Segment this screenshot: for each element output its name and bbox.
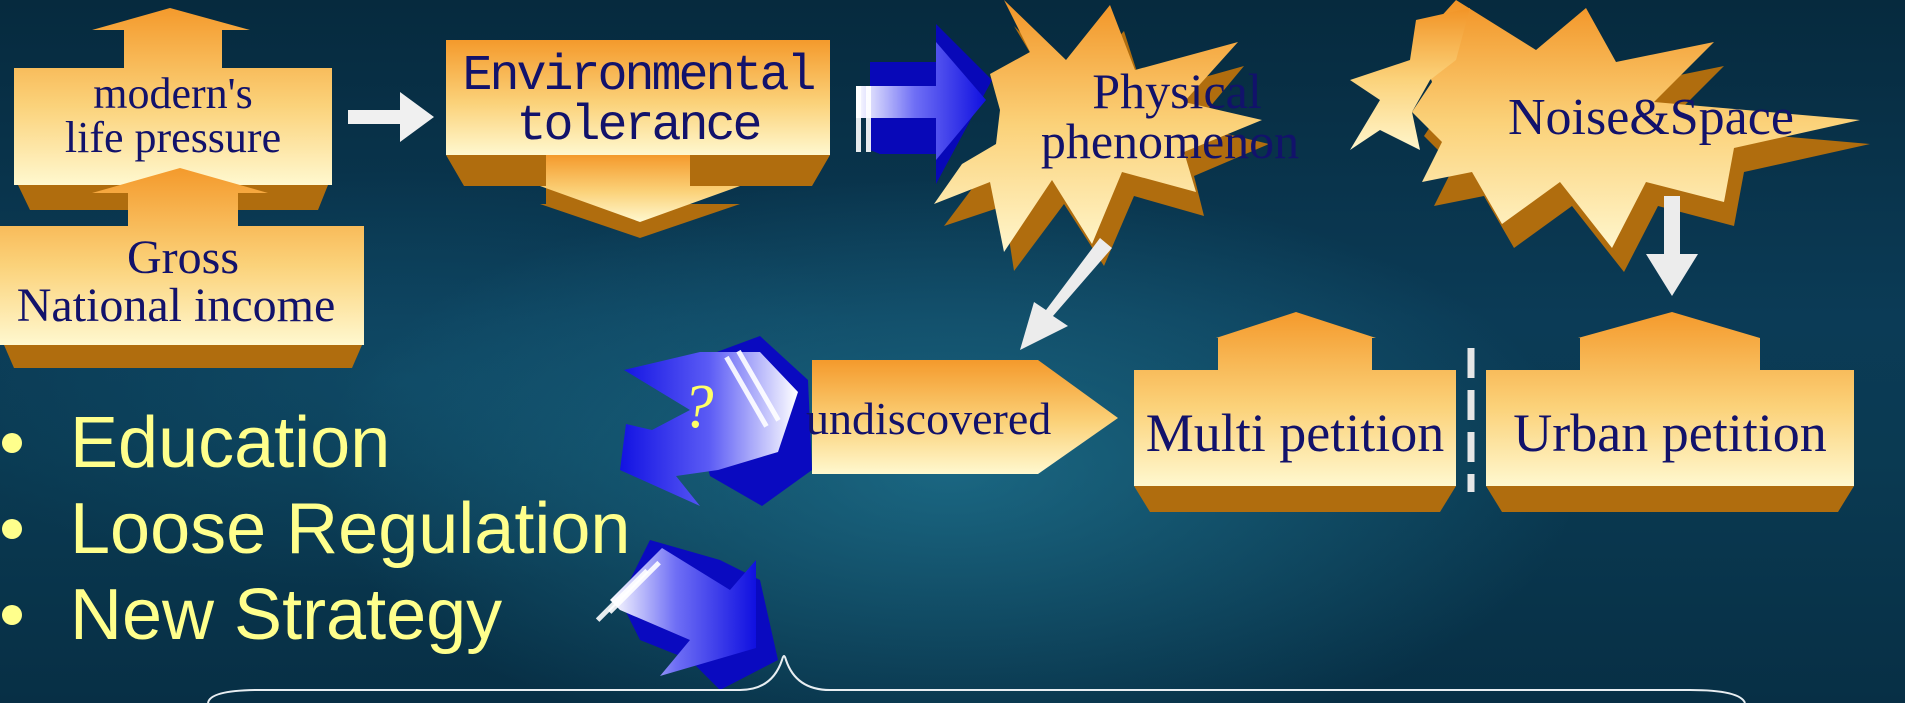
life-pressure-line2: life pressure — [64, 113, 282, 162]
physical-phenomenon-shape — [934, 0, 1269, 271]
life-pressure-label: modern's life pressure — [14, 72, 332, 160]
life-pressure-line1: modern's — [93, 69, 253, 118]
bullet-dot-icon — [2, 519, 22, 539]
gross-income-shape — [0, 168, 364, 368]
gross-income-label: Gross National income — [0, 234, 366, 330]
env-tolerance-shape — [446, 40, 830, 238]
gross-income-line1: Gross — [126, 234, 239, 284]
blue-arrow-down-right-icon — [595, 540, 778, 690]
undiscovered-label: undiscovered — [806, 393, 1052, 444]
white-arrow-right-icon — [348, 92, 434, 142]
bullet-item: Education — [0, 400, 630, 486]
env-tolerance-label: Environmental tolerance — [446, 52, 830, 152]
noise-space-shape — [1412, 0, 1870, 272]
bullet-text: Education — [70, 403, 391, 483]
undiscovered-shape — [812, 360, 1118, 474]
blue-arrow-right-icon — [856, 24, 992, 184]
env-tolerance-line2: tolerance — [516, 98, 762, 155]
bullet-dot-icon — [2, 433, 22, 453]
bullet-dot-icon — [2, 605, 22, 625]
blue-curved-arrow-icon — [620, 336, 812, 506]
bullet-item: New Strategy — [0, 572, 630, 658]
gross-income-line2: National income — [16, 279, 336, 330]
physical-line1: Physical — [1092, 63, 1262, 119]
bullet-text: New Strategy — [70, 575, 503, 655]
noise-space-label: Noise&Space — [1508, 89, 1794, 146]
physical-line2: phenomenon — [1040, 113, 1300, 169]
noise-space-spikes — [1350, 8, 1470, 150]
env-tolerance-line1: Environmental — [462, 48, 816, 105]
physical-phenomenon-label: Physical phenomenon — [1040, 66, 1360, 166]
bullet-list: Education Loose Regulation New Strategy — [0, 400, 630, 658]
question-mark: ? — [682, 373, 714, 441]
bullet-text: Loose Regulation — [70, 489, 631, 569]
multi-petition-shape — [1134, 312, 1456, 512]
white-arrow-diagonal-icon — [1020, 238, 1112, 350]
urban-petition-label: Urban petition — [1513, 403, 1827, 463]
white-arrow-down-icon — [1646, 196, 1698, 296]
bullet-item: Loose Regulation — [0, 486, 630, 572]
urban-petition-shape — [1486, 312, 1854, 512]
multi-petition-label: Multi petition — [1145, 403, 1445, 463]
brace-line — [207, 655, 1746, 703]
